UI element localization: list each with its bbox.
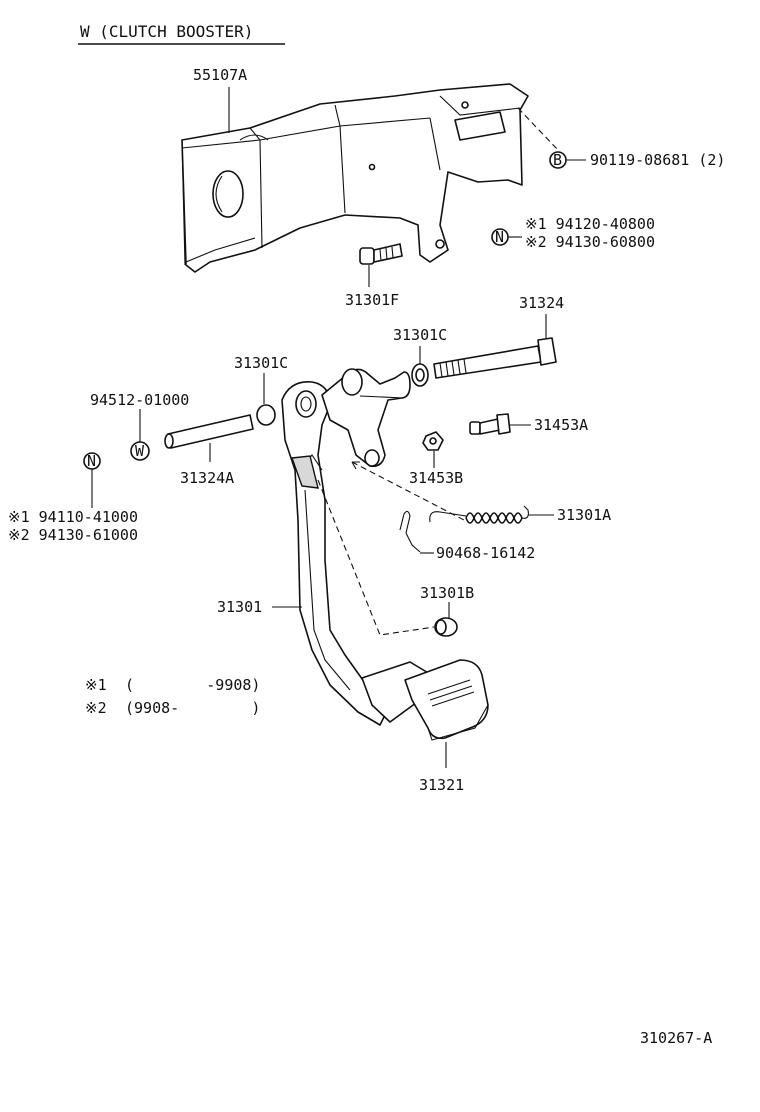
label-90468-16142[interactable]: 90468-16142	[436, 544, 535, 562]
label-31321[interactable]: 31321	[419, 776, 464, 794]
label-94130-61000[interactable]: ※2 94130-61000	[8, 526, 138, 544]
clip-90468[interactable]	[399, 510, 421, 553]
bracket-55107a[interactable]	[181, 83, 529, 273]
label-31453b[interactable]: 31453B	[409, 469, 463, 487]
dash-spring	[351, 461, 465, 521]
nut-31453b[interactable]	[422, 431, 444, 451]
label-31301[interactable]: 31301	[217, 598, 262, 616]
label-31301a[interactable]: 31301A	[557, 506, 611, 524]
leader-90119	[517, 107, 559, 151]
label-94110-41000[interactable]: ※1 94110-41000	[8, 508, 138, 526]
arrow-spring	[351, 461, 360, 470]
note-2-range: (9908- )	[125, 699, 260, 717]
label-90119-08681[interactable]: 90119-08681 (2)	[590, 151, 725, 169]
symbol-b: B	[553, 151, 562, 169]
bolt-31301f[interactable]	[359, 243, 403, 265]
dash-stopper	[317, 479, 435, 636]
note-1-mark: ※1	[85, 676, 107, 694]
symbol-w: W	[135, 442, 145, 460]
label-31324a[interactable]: 31324A	[180, 469, 234, 487]
note-2-mark: ※2	[85, 699, 107, 717]
label-55107a[interactable]: 55107A	[193, 66, 247, 84]
label-94120-40800[interactable]: ※1 94120-40800	[525, 215, 655, 233]
bushing-31301c-left[interactable]	[256, 404, 276, 426]
diagram-id: 310267-A	[640, 1029, 712, 1047]
label-31301b[interactable]: 31301B	[420, 584, 474, 602]
label-94512-01000[interactable]: 94512-01000	[90, 391, 189, 409]
label-31324[interactable]: 31324	[519, 294, 564, 312]
label-31301c-right[interactable]: 31301C	[393, 326, 447, 344]
label-31301c-left[interactable]: 31301C	[234, 354, 288, 372]
shaft-31324a[interactable]	[164, 414, 254, 449]
label-31453a[interactable]: 31453A	[534, 416, 588, 434]
stopper-31301b[interactable]	[434, 617, 458, 637]
label-94130-60800[interactable]: ※2 94130-60800	[525, 233, 655, 251]
label-31301f[interactable]: 31301F	[345, 291, 399, 309]
bushing-31301c-right[interactable]	[411, 363, 429, 387]
note-1-range: ( -9908)	[125, 676, 260, 694]
symbol-n-top: N	[495, 228, 504, 246]
pedal-pad-31321[interactable]	[361, 659, 489, 741]
diagram-title: W (CLUTCH BOOSTER)	[80, 22, 253, 41]
symbol-n-left: N	[87, 452, 96, 470]
bolt-31453a[interactable]	[469, 413, 511, 435]
spring-31301a[interactable]	[429, 505, 529, 524]
bolt-31324[interactable]	[433, 337, 557, 379]
pedal-arm-31301[interactable]	[281, 368, 411, 726]
